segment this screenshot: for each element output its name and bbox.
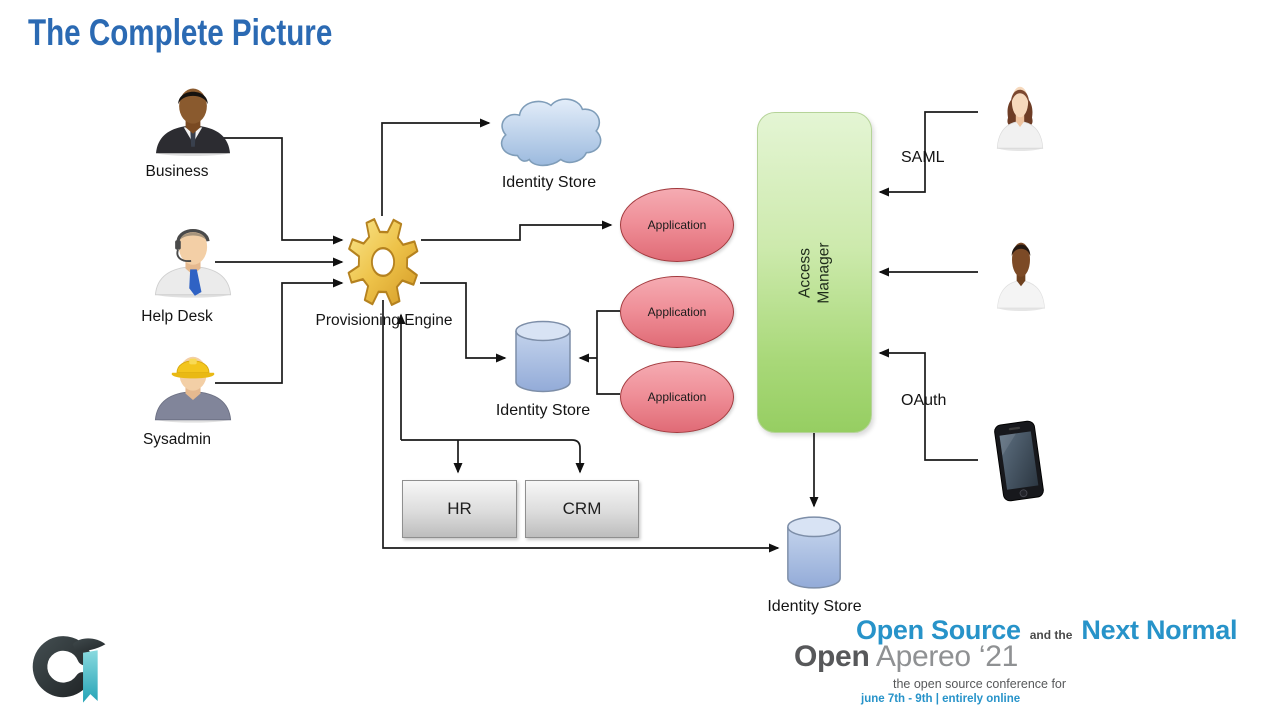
access-manager-box: Access Manager (757, 112, 872, 433)
application-label: Application (647, 305, 707, 319)
cloud-icon (490, 90, 608, 172)
hr-system-box: HR (402, 480, 517, 538)
brand-apereo: Apereo ‘21 (875, 640, 1018, 673)
apereo-logo (28, 626, 114, 714)
crm-system-box: CRM (525, 480, 639, 538)
bottom-store-label: Identity Store (767, 598, 862, 615)
database-cylinder-icon (783, 513, 845, 593)
person-icon (990, 235, 1052, 311)
provisioning-engine-label: Provisioning Engine (315, 312, 453, 329)
crm-label: CRM (562, 499, 602, 518)
actor-label-help-desk: Help Desk (141, 308, 213, 325)
person-woman-icon (990, 77, 1050, 151)
application-label: Application (647, 218, 707, 232)
mid-store-label: Identity Store (495, 402, 591, 419)
person-headset-icon (146, 222, 240, 298)
page-title: The Complete Picture (28, 12, 333, 53)
headline-next-normal: Next Normal (1081, 615, 1238, 645)
actor-label-sysadmin: Sysadmin (142, 431, 212, 448)
person-hardhat-icon (146, 346, 240, 424)
application-node: Application (620, 188, 734, 262)
application-node: Application (620, 276, 734, 348)
application-node: Application (620, 361, 734, 433)
headline-open-source: Open Source (856, 615, 1021, 645)
brand-open: Open (794, 640, 870, 673)
conference-brand: Open Apereo ‘21 (794, 640, 1018, 674)
gear-icon (346, 216, 420, 308)
saml-label: SAML (901, 149, 945, 166)
conference-headline: Open Source and the Next Normal (856, 615, 1237, 646)
person-suit-icon (146, 82, 240, 156)
conference-dates: june 7th - 9th | entirely online (861, 693, 1021, 705)
access-manager-label: Access Manager (796, 241, 833, 304)
conference-subtitle: the open source conference for (893, 677, 1067, 691)
oauth-label: OAuth (901, 392, 947, 409)
actor-label-business: Business (145, 163, 209, 180)
hr-label: HR (447, 499, 472, 518)
application-label: Application (647, 390, 707, 404)
headline-and-the: and the (1029, 628, 1073, 642)
database-cylinder-icon (511, 319, 575, 395)
smartphone-icon (992, 417, 1047, 504)
cloud-store-label: Identity Store (501, 174, 597, 191)
